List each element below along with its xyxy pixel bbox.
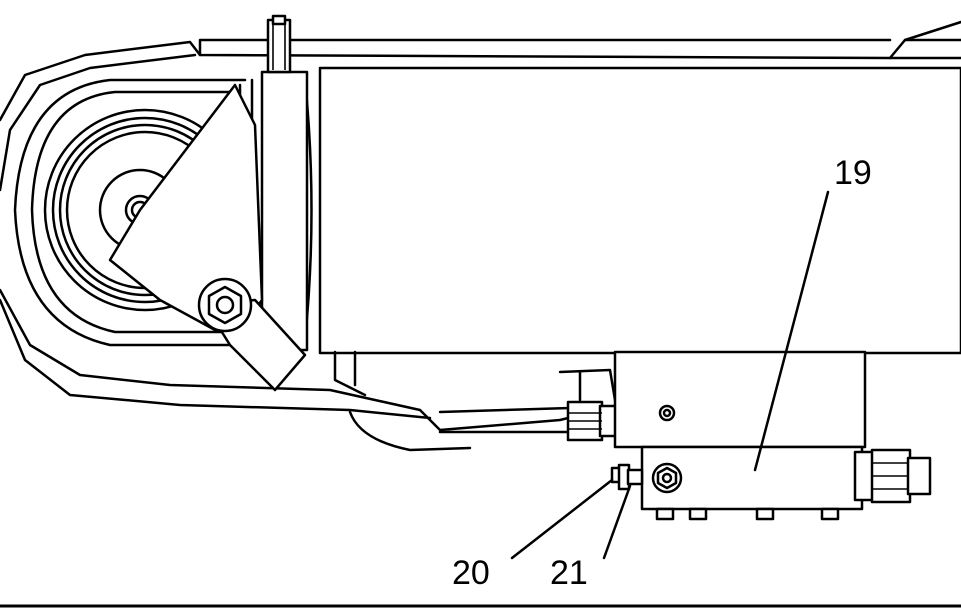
callout-21: 21 [550,554,588,592]
hose-fitting [566,400,618,442]
hoses [333,350,617,452]
callout-19: 19 [834,154,872,192]
adjustment-arm [108,83,307,392]
cylinder-body [238,66,961,355]
leader-lines [510,190,830,560]
test-fitting [610,463,644,491]
pulley-housing [13,78,247,347]
block-bolts [655,507,840,521]
callout-20: 20 [452,554,490,592]
outer-guard-frame [0,20,961,432]
top-pin [266,14,292,74]
valve-block [613,350,932,511]
